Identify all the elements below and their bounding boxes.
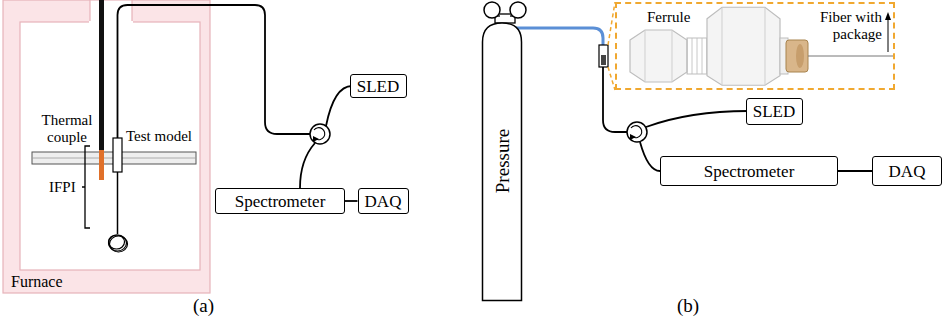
node-label: Pressure (493, 129, 512, 193)
spectrometer-box: Spectrometer (215, 188, 345, 214)
node-label: SLED (753, 103, 796, 120)
fiber-package (786, 40, 808, 72)
port-opening (89, 21, 133, 25)
node-label: Spectrometer (235, 193, 326, 210)
connector-line (345, 201, 358, 202)
fiber-coil (110, 236, 128, 252)
ferrule-small (599, 45, 608, 67)
thermocouple-rod (99, 0, 104, 150)
fiber-coil (109, 235, 125, 249)
fiber (300, 143, 315, 188)
spectrometer-box: Spectrometer (660, 156, 838, 186)
thread (687, 38, 707, 74)
package-face (796, 44, 804, 68)
nut-edge (722, 8, 723, 85)
nut-edge (672, 30, 673, 82)
fiber (640, 142, 660, 171)
direction-arrow (888, 16, 889, 52)
node-label: DAQ (365, 193, 402, 210)
nut-edge (765, 8, 766, 85)
node-label: Spectrometer (704, 163, 795, 180)
ifpi-bracket (82, 146, 90, 228)
daq-box: DAQ (358, 188, 409, 214)
zoom-line (608, 2, 615, 45)
pressure-gauge (484, 2, 500, 18)
ferrule-nut (630, 30, 687, 82)
fiber (646, 111, 748, 127)
fiber (326, 86, 352, 126)
zoom-line (608, 67, 615, 90)
circulator-arrowhead (630, 134, 636, 140)
part-label: Test model (126, 128, 192, 145)
light-source-box: SLED (350, 74, 407, 98)
detail-inset: Ferrule Fiber with package (615, 2, 895, 90)
node-label: DAQ (889, 163, 926, 180)
node-label: SLED (357, 78, 400, 95)
pressure-gauge (510, 2, 526, 18)
furnace-port (90, 0, 132, 23)
connector-line (838, 171, 872, 172)
panel-label: (b) (677, 296, 699, 317)
nut-edge (645, 30, 646, 82)
fiber-package-small (601, 55, 606, 65)
fiber (117, 172, 119, 234)
thermocouple-tip (99, 150, 104, 180)
test-model (113, 138, 122, 172)
circulator (627, 122, 647, 142)
furnace-chamber (20, 22, 200, 270)
circulator-arrowhead (313, 136, 319, 142)
circulator (310, 124, 330, 144)
part-label: Ferrule (647, 9, 690, 26)
fiber (118, 5, 311, 138)
node-label: Furnace (11, 273, 63, 291)
pressure-tube (515, 28, 603, 45)
panel-label: (a) (193, 296, 214, 317)
fitting-nut (707, 7, 780, 85)
daq-box: DAQ (872, 156, 942, 186)
part-label: Fiber with package (812, 9, 882, 42)
direction-arrowhead (885, 12, 891, 20)
fiber-coil (109, 235, 127, 251)
pressure-cylinder: Pressure (481, 20, 523, 302)
furnace-wall (3, 0, 210, 293)
part-label: IFPI (49, 179, 76, 196)
fiber (808, 56, 893, 57)
part-label: Thermal couple (38, 112, 96, 145)
light-source-box: SLED (746, 98, 803, 125)
furnace: Furnace (3, 0, 210, 293)
